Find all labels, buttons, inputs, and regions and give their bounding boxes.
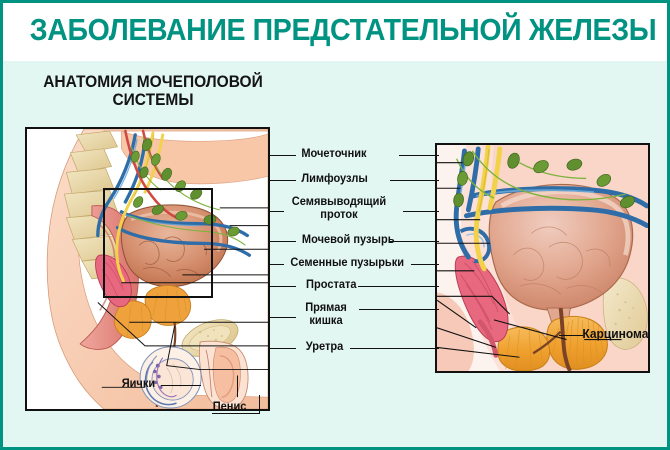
leader-urethra-left xyxy=(270,348,296,349)
leader-vas-left xyxy=(270,211,284,212)
leader-rectum-right xyxy=(359,309,439,310)
leader-prostate-left xyxy=(270,286,296,287)
highlight-region-box xyxy=(103,188,213,298)
label-bladder: Мочевой пузырь xyxy=(301,234,395,246)
leader-vas-right xyxy=(403,211,439,212)
label-penis: Пенис xyxy=(212,401,247,413)
label-carcinoma: Карцинома xyxy=(582,327,649,341)
page-title: ЗАБОЛЕВАНИЕ ПРЕДСТАТЕЛЬНОЙ ЖЕЛЕЗЫ xyxy=(29,12,657,47)
label-prostate: Простата xyxy=(306,279,357,291)
leader-urethra-right xyxy=(350,348,439,349)
leader-lymph-left xyxy=(270,180,296,181)
leader-lymph-right xyxy=(390,180,439,181)
leader-bladder-right xyxy=(389,241,439,242)
leader-carcinoma xyxy=(559,335,583,336)
leader-prostate-right xyxy=(358,286,439,287)
leader-penis-bottom xyxy=(212,413,260,414)
leader-rectum-left xyxy=(270,317,296,318)
label-urethra: Уретра xyxy=(305,341,344,353)
label-testicles: Яички xyxy=(121,378,156,390)
prostate-carcinoma-illustration xyxy=(437,145,648,371)
label-vas-deferens: Семявыводящий проток xyxy=(278,196,401,221)
panel-prostate-carcinoma xyxy=(435,143,650,373)
section-subtitle: АНАТОМИЯ МОЧЕПОЛОВОЙ СИСТЕМЫ xyxy=(21,73,284,109)
leader-bladder-left xyxy=(270,241,296,242)
subtitle-line-2: СИСТЕМЫ xyxy=(112,91,194,109)
leader-seminal-left xyxy=(270,264,284,265)
label-rectum-line-2: кишка xyxy=(309,314,343,327)
subtitle-line-1: АНАТОМИЯ МОЧЕПОЛОВОЙ xyxy=(43,73,263,91)
label-ureter: Мочеточник xyxy=(301,148,367,160)
leader-ureter-left xyxy=(270,155,296,156)
label-seminal-vesicles: Семенные пузырьки xyxy=(290,257,405,269)
label-rectum-line-1: Прямая xyxy=(305,302,347,314)
label-vas-deferens-line-2: проток xyxy=(320,208,358,221)
label-rectum: Прямая кишка xyxy=(287,302,366,327)
label-lymph-nodes: Лимфоузлы xyxy=(301,173,368,185)
leader-testicles xyxy=(161,385,201,386)
title-band xyxy=(3,3,667,61)
leader-penis xyxy=(259,395,260,413)
leader-ureter-right xyxy=(399,155,439,156)
label-vas-deferens-line-1: Семявыводящий xyxy=(291,196,387,208)
leader-seminal-right xyxy=(411,264,439,265)
